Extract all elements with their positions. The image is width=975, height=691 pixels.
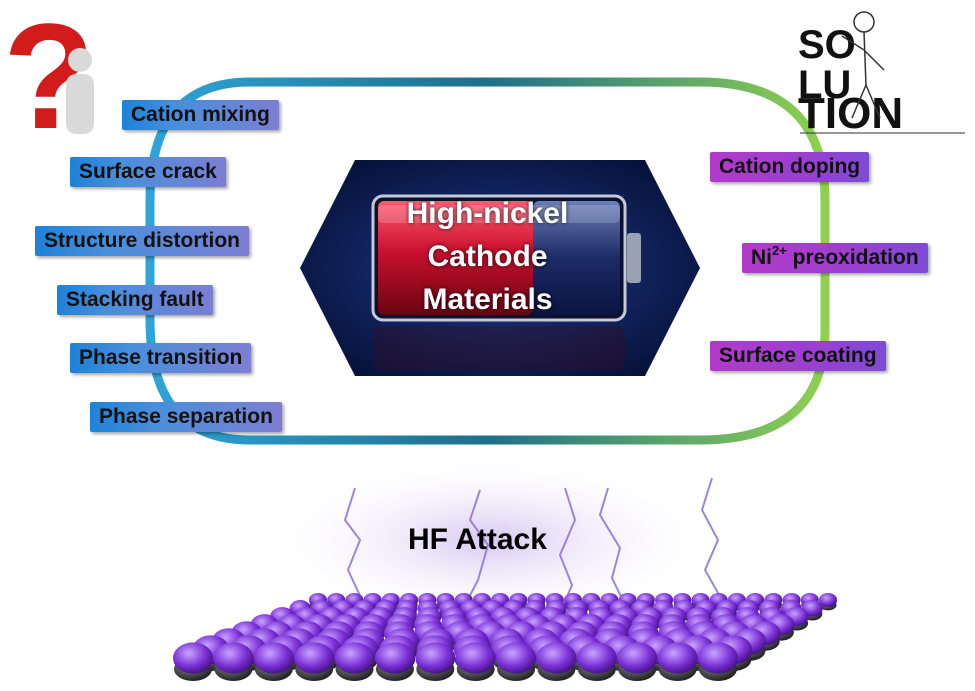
solution-cation-doping: Cation doping	[710, 152, 870, 182]
center-title-line2: Cathode	[427, 240, 548, 273]
center-title-line1: High-nickel	[406, 197, 569, 230]
lattice-atom	[213, 642, 254, 674]
solution-logo-row3: TION	[798, 89, 903, 138]
lattice-atom	[657, 642, 698, 674]
lattice-atom	[415, 642, 456, 674]
center-title-line3: Materials	[422, 283, 553, 316]
lattice-atom	[294, 642, 335, 674]
ni-superscript: 2+	[772, 243, 787, 258]
lattice-atom	[334, 642, 375, 674]
solution-ni-preoxidation: Ni2+ preoxidation	[742, 243, 928, 273]
lattice-atom	[536, 642, 577, 674]
lattice-atom	[173, 642, 213, 674]
problem-structure-distortion: Structure distortion	[35, 226, 250, 256]
solution-surface-coating: Surface coating	[710, 341, 886, 371]
problem-phase-transition: Phase transition	[70, 343, 252, 373]
solution-sketch-icon: SO LU TION	[798, 11, 965, 138]
lattice-atom	[698, 642, 738, 674]
battery-icon	[371, 194, 641, 370]
lattice-atom	[455, 642, 496, 674]
solution-logo-row2: LU	[798, 63, 851, 107]
hf-attack-label: HF Attack	[408, 523, 547, 556]
problem-stacking-fault: Stacking fault	[57, 285, 213, 315]
problem-cation-mixing: Cation mixing	[122, 100, 279, 130]
lattice-atom	[576, 642, 617, 674]
ni-text: Ni	[751, 246, 772, 269]
problem-phase-separation: Phase separation	[90, 402, 282, 432]
lattice-atom	[819, 592, 837, 608]
atomic-lattice	[173, 592, 837, 681]
question-mark-icon: ?	[3, 0, 95, 160]
lattice-atom	[496, 642, 537, 674]
lattice-atom	[374, 642, 415, 674]
lattice-atom	[253, 642, 294, 674]
solution-logo-row1: SO	[798, 23, 856, 67]
lattice-atom	[617, 642, 658, 674]
cycle-loop	[145, 77, 830, 445]
problem-surface-crack: Surface crack	[70, 157, 226, 187]
preoxidation-text: preoxidation	[786, 246, 919, 269]
